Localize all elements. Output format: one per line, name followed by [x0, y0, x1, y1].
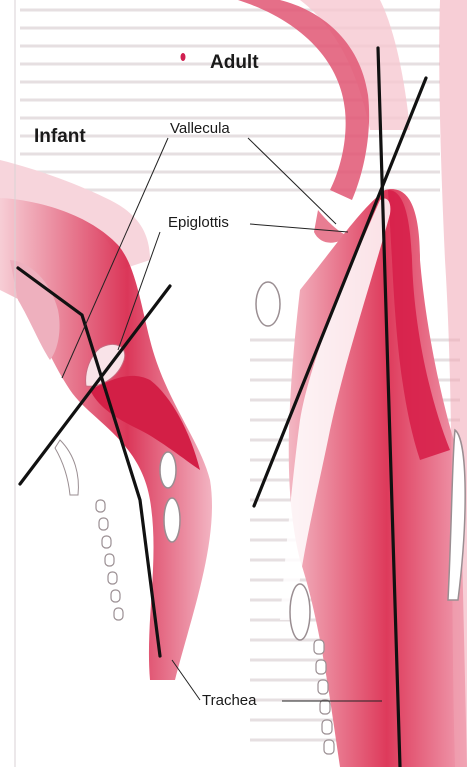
- red-speck: [181, 53, 186, 61]
- trachea-label: Trachea: [202, 692, 256, 709]
- trachea-leader-infant: [172, 660, 200, 700]
- adult-airway: [238, 0, 467, 767]
- infant-label: Infant: [34, 126, 86, 148]
- infant-airway: [0, 160, 212, 680]
- epiglottis-label: Epiglottis: [168, 214, 229, 231]
- vallecula-leader-adult: [248, 138, 336, 224]
- vallecula-label: Vallecula: [170, 120, 230, 137]
- adult-label: Adult: [210, 52, 259, 74]
